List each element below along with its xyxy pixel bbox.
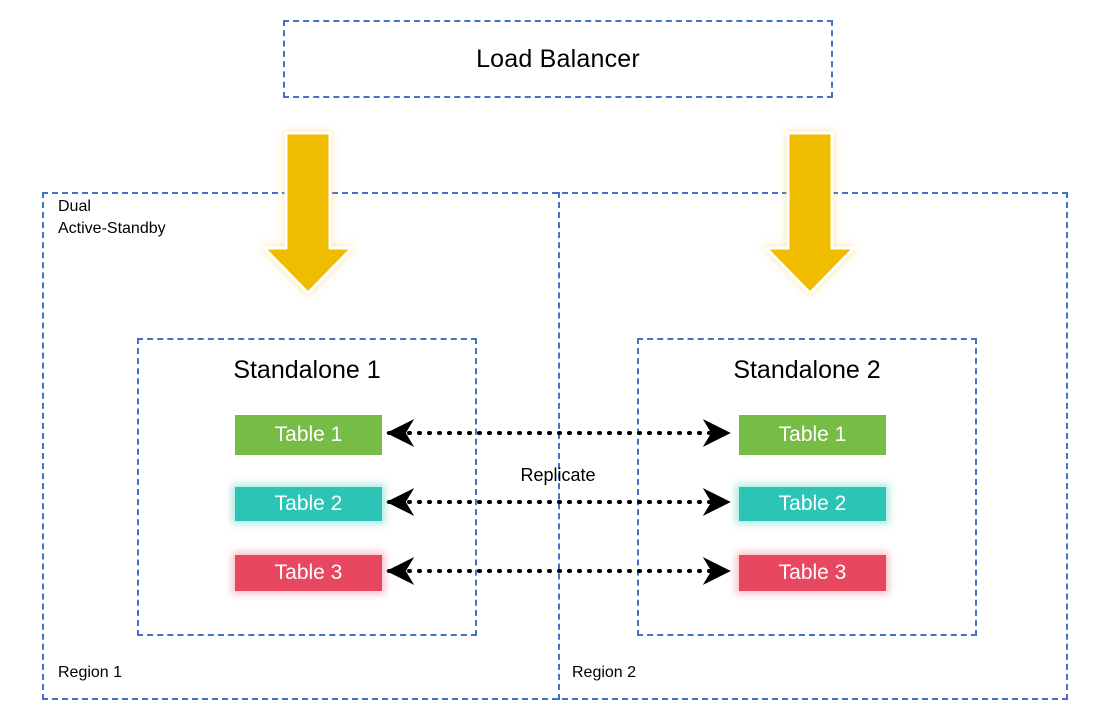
region-1-label: Region 1 xyxy=(58,664,123,681)
load-balancer-label: Load Balancer xyxy=(476,44,640,73)
dual-active-standby-label: Dual Active-Standby xyxy=(58,198,166,237)
table-chip: Table 2 xyxy=(235,487,382,521)
table-chip: Table 3 xyxy=(235,555,382,591)
region-2-label: Region 2 xyxy=(572,664,637,681)
standalone-2-title: Standalone 2 xyxy=(733,356,881,384)
standalone-1-title: Standalone 1 xyxy=(233,356,381,384)
table-chip: Table 1 xyxy=(739,415,886,455)
table-chip: Table 2 xyxy=(739,487,886,521)
table-chip: Table 3 xyxy=(739,555,886,591)
dual-active-standby-container xyxy=(42,192,1068,700)
standalone-2-box: Standalone 2 Table 1 Table 2 Table 3 xyxy=(637,338,977,636)
table-chip: Table 1 xyxy=(235,415,382,455)
replicate-label: Replicate xyxy=(520,465,596,485)
region-divider xyxy=(558,192,560,700)
load-balancer-box: Load Balancer xyxy=(283,20,833,98)
standalone-1-box: Standalone 1 Table 1 Table 2 Table 3 xyxy=(137,338,477,636)
